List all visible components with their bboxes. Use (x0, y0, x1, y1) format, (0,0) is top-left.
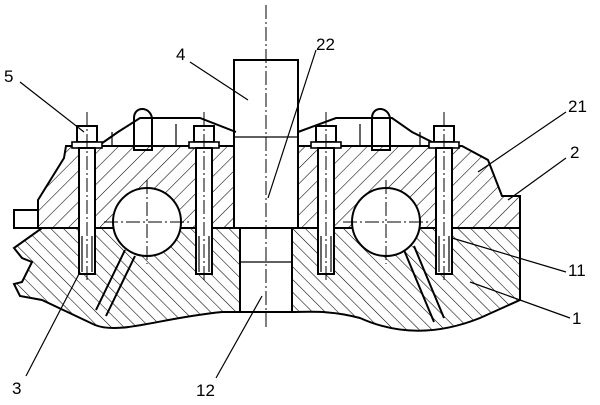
callout-4: 4 (176, 45, 185, 64)
callout-22: 22 (316, 35, 335, 54)
callout-labels: 4 22 5 21 2 11 1 3 12 (4, 35, 587, 400)
leader-lines (19, 49, 571, 379)
callout-11: 11 (568, 261, 586, 280)
cover-plate (97, 108, 441, 151)
center-shaft (233, 5, 299, 330)
bearing-bore-right (343, 180, 429, 264)
callout-3: 3 (12, 379, 21, 398)
bolt-4 (428, 112, 460, 282)
bolt-3 (310, 112, 342, 282)
bearing-bore-left (104, 180, 190, 264)
callout-12: 12 (196, 381, 215, 400)
oil-channels (95, 245, 445, 323)
bolts (71, 112, 460, 282)
callout-5: 5 (4, 67, 13, 86)
callout-1: 1 (572, 309, 581, 328)
bolt-1 (71, 112, 103, 282)
lower-housing (12, 227, 521, 332)
bolt-2 (188, 112, 220, 282)
callout-21: 21 (568, 97, 587, 116)
callout-2: 2 (570, 143, 579, 162)
